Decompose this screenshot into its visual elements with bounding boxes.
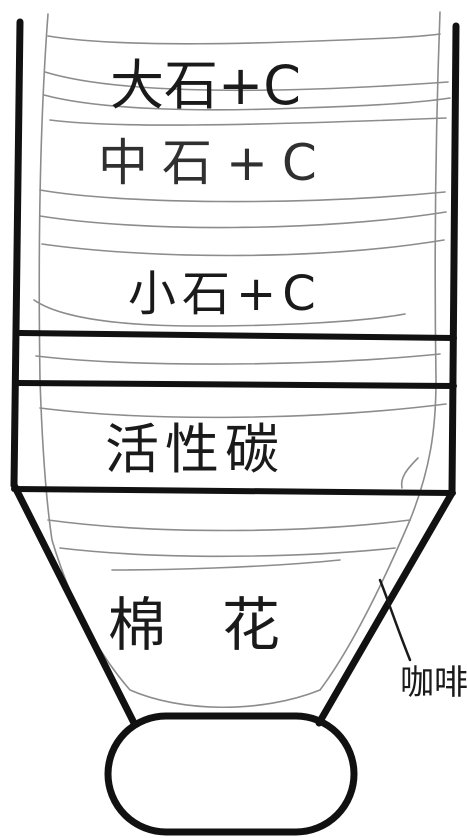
layer-line-1	[48, 34, 440, 44]
label-cotton: 棉花	[108, 591, 336, 659]
layer-line-6	[40, 212, 446, 228]
bottle-left-wall	[14, 22, 20, 485]
label-coffee: 咖啡	[400, 663, 467, 703]
layer-line-12	[60, 548, 395, 556]
bottle-right-wall	[452, 26, 456, 493]
layer-line-9	[36, 354, 440, 364]
inner-outline-right	[320, 12, 440, 690]
label-small-stone: 小石+C	[128, 266, 322, 322]
layer-line-11	[48, 520, 410, 531]
layer-line-4	[50, 118, 446, 125]
label-medium-stone: 中石+C	[98, 134, 331, 192]
layer-line-7	[42, 240, 444, 256]
layer-line-13	[112, 560, 340, 570]
label-activated-carbon: 活性碳	[105, 418, 285, 481]
right-bracket-mark	[402, 458, 418, 488]
divider-middle	[18, 383, 454, 386]
label-large-stone: 大石+C	[110, 54, 301, 117]
divider-bottom	[14, 489, 453, 493]
divider-top	[20, 333, 454, 338]
bottle-cap	[108, 716, 354, 832]
layer-line-10	[40, 404, 446, 417]
